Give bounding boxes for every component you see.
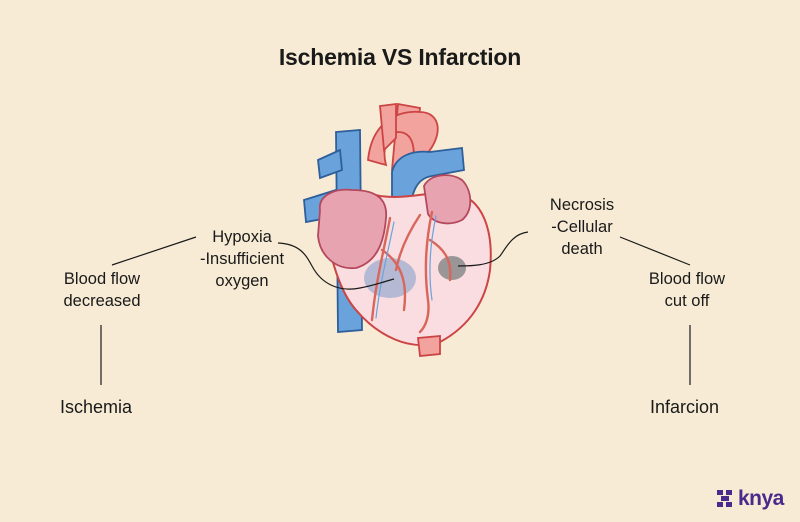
diagram-title: Ischemia VS Infarction xyxy=(278,44,522,70)
hypoxia-label: Hypoxia -Insufficient oxygen xyxy=(199,228,285,290)
hypoxia-connector xyxy=(277,242,395,290)
necrosis-connector xyxy=(457,231,529,267)
right-flow-connector xyxy=(619,236,691,266)
connector-lines xyxy=(100,231,691,385)
left-flow-connector xyxy=(111,236,197,266)
left-atrium xyxy=(423,174,472,225)
brand-name: knya xyxy=(738,487,784,510)
blood-flow-decreased-label: Blood flow decreased xyxy=(63,270,141,310)
right-atrium xyxy=(317,188,387,269)
blood-flow-cut-off-label: Blood flow cut off xyxy=(648,270,726,310)
infarction-term: Infarcion xyxy=(650,397,720,417)
coronary-arteries xyxy=(370,210,452,334)
ischemia-term: Ischemia xyxy=(60,397,133,417)
necrotic-area xyxy=(438,256,466,280)
brand-logo: knya xyxy=(717,487,784,511)
necrosis-label: Necrosis -Cellular death xyxy=(549,196,615,258)
ischemic-area xyxy=(364,258,416,298)
knya-logo-icon xyxy=(717,490,732,507)
